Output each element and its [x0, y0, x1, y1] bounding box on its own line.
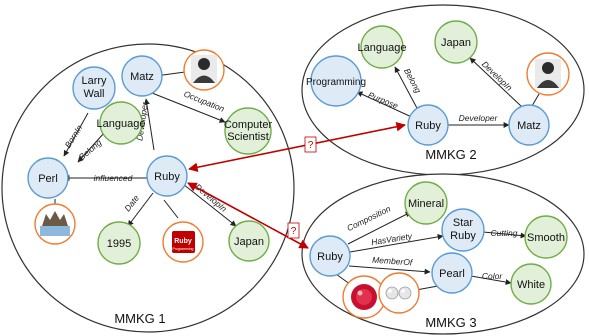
node-language: Language	[97, 101, 146, 145]
edge-date	[127, 192, 154, 227]
node-japan-g1: Japan	[228, 220, 270, 262]
edge-label-developer-g2: Developer	[459, 113, 499, 123]
image-node-perl-camel	[34, 203, 76, 245]
node-label: Star	[453, 217, 474, 229]
mmkg1-edges	[54, 71, 237, 227]
camel-icon	[42, 211, 68, 226]
node-label: Computer	[224, 119, 273, 131]
node-label: Perl	[38, 173, 58, 185]
question-mark-box	[287, 222, 300, 239]
edge-bornin	[63, 112, 89, 157]
node-pearl: Pearl	[431, 252, 473, 294]
node-star-ruby: Star Ruby	[441, 208, 485, 252]
edge-purpose	[356, 91, 417, 120]
node-label: Smooth	[527, 232, 565, 244]
node-label: Wall	[84, 88, 105, 100]
node-label: Ruby	[317, 251, 343, 263]
edge-memberof	[348, 265, 431, 275]
image-node-matz-portrait	[183, 49, 225, 91]
node-label: Japan	[234, 236, 264, 248]
book-title: Ruby	[174, 238, 192, 245]
node-label: Ruby	[415, 120, 441, 132]
node-ruby-g2: Ruby	[407, 104, 449, 146]
node-larry-wall: Larry Wall	[72, 66, 116, 110]
edge-cutting	[482, 231, 527, 239]
node-label: Matz	[130, 71, 154, 83]
node-label: 1995	[107, 238, 131, 250]
node-smooth: Smooth	[524, 215, 568, 259]
node-label: Japan	[441, 37, 471, 49]
mmkg3-edges	[335, 211, 527, 291]
edge-developin-g2	[469, 57, 522, 107]
question-mark-box	[304, 136, 317, 153]
edge-matz-image-g2	[531, 93, 540, 107]
node-label: Matz	[517, 120, 541, 132]
image-node-ruby-book: Ruby Programming	[162, 221, 204, 263]
node-label: White	[517, 279, 545, 291]
node-label: Scientist	[227, 131, 269, 143]
person-body-icon	[193, 75, 215, 83]
edge-occupation	[146, 90, 226, 123]
node-perl: Perl	[27, 157, 69, 199]
edge-belong	[77, 132, 105, 163]
node-label: Ruby	[450, 230, 476, 242]
edge-color	[470, 275, 512, 286]
node-label: Mineral	[408, 198, 444, 210]
node-computer-scientist: Computer Scientist	[224, 107, 273, 155]
alignment-link-g1-g2: ?	[188, 122, 406, 172]
node-label: Ruby	[154, 171, 180, 183]
mmkg2-title: MMKG 2	[425, 147, 476, 162]
node-matz-g2: Matz	[508, 104, 550, 146]
image-node-ruby-gem	[342, 275, 386, 319]
edge-hasvariety	[349, 233, 444, 253]
edge-composition	[347, 211, 412, 245]
pearl-icon	[398, 286, 412, 300]
edge-pearl-image	[415, 285, 439, 291]
node-label: Language	[358, 42, 407, 54]
edge-developer	[143, 98, 155, 151]
book-subtitle: Programming	[172, 247, 193, 251]
edge-label-color: Color	[482, 271, 503, 281]
node-white: White	[510, 263, 552, 305]
edge-ruby-image	[163, 199, 179, 219]
edge-label-influenced: influenced	[94, 173, 133, 183]
node-language-g2: Language	[358, 25, 407, 69]
node-ruby-g1: Ruby	[146, 155, 188, 197]
image-node-matz-portrait-g2	[526, 52, 570, 96]
node-mineral: Mineral	[404, 181, 448, 225]
mmkg2-edges	[356, 57, 540, 128]
node-label: Larry	[81, 75, 107, 87]
node-label: Pearl	[439, 268, 465, 280]
perl-logo-base-icon	[40, 226, 70, 236]
edge-label-memberof: MemberOf	[372, 255, 414, 268]
node-label: Programming	[306, 77, 366, 88]
node-label: Language	[97, 118, 146, 130]
mmkg1-title: MMKG 1	[114, 311, 165, 326]
person-head-icon	[542, 62, 554, 74]
person-head-icon	[198, 58, 210, 70]
question-mark: ?	[308, 140, 314, 151]
node-1995: 1995	[97, 221, 141, 265]
pearl-icon	[385, 286, 399, 300]
node-matz: Matz	[121, 55, 163, 97]
person-body-icon	[537, 80, 559, 88]
edge-label-cutting: Cutting	[491, 228, 518, 238]
node-ruby-g3: Ruby	[309, 235, 351, 277]
mmkg3-title: MMKG 3	[425, 315, 476, 330]
question-mark: ?	[291, 226, 297, 237]
node-programming: Programming	[306, 55, 366, 107]
edge-belong-g2	[394, 66, 419, 111]
image-node-pearls	[378, 272, 420, 314]
node-japan-g2: Japan	[434, 20, 478, 64]
alignment-link-g1-g3: ?	[187, 182, 309, 249]
